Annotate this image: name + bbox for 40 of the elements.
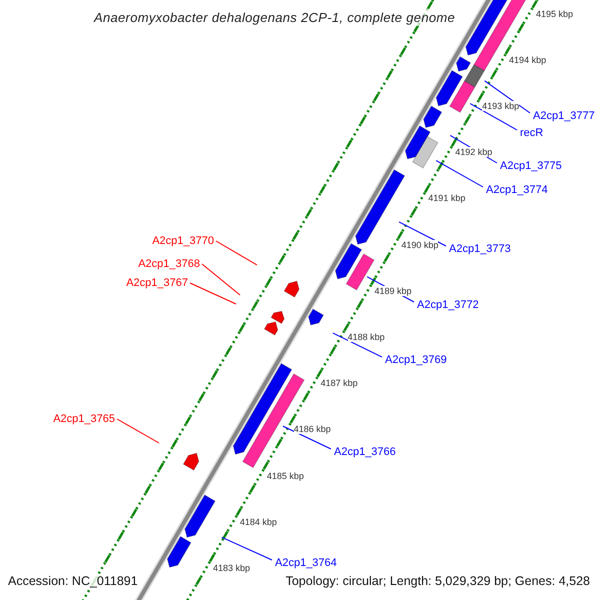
leader-line xyxy=(436,160,484,188)
leader-line xyxy=(202,264,240,296)
gene-label: A2cp1_3766 xyxy=(334,446,396,458)
leader-line xyxy=(116,418,160,444)
footer-text: Accession: NC_011891 xyxy=(8,574,138,589)
scale-label: 4189 kbp xyxy=(374,286,412,296)
scale-label: 4185 kbp xyxy=(266,470,304,481)
gene-label: A2cp1_3772 xyxy=(417,298,479,312)
scale-label: 4194 kbp xyxy=(509,54,546,65)
gene-label: A2cp1_3777 xyxy=(533,110,595,122)
scale-label: 4190 kbp xyxy=(401,240,438,250)
gene-label: A2cp1_3765 xyxy=(53,412,115,426)
scale-label: 4186 kbp xyxy=(294,424,331,434)
scale-label: 4187 kbp xyxy=(320,378,358,388)
leader-line xyxy=(282,426,332,450)
scale-label: 4195 kbp xyxy=(536,8,573,19)
footer-text: Topology: circular; Length: 5,029,329 bp; Genes: 4,528 xyxy=(286,574,590,589)
leader-line xyxy=(190,282,236,304)
gene-label: A2cp1_3768 xyxy=(138,258,200,270)
leader-line xyxy=(398,221,446,246)
scale-label: 4193 kbp xyxy=(482,101,520,112)
gene-label: A2cp1_3774 xyxy=(486,184,548,196)
gene-label: A2cp1_3775 xyxy=(500,160,562,172)
scale-label: 4191 kbp xyxy=(428,193,466,204)
gene-label: A2cp1_3769 xyxy=(385,354,447,366)
gene-label: recR xyxy=(520,126,544,140)
gene-label: A2cp1_3773 xyxy=(449,242,511,256)
gene-label: A2cp1_3764 xyxy=(275,556,337,570)
scale-label: 4183 kbp xyxy=(213,563,250,573)
scale-label: 4188 kbp xyxy=(348,332,385,342)
gene-label: A2cp1_3770 xyxy=(152,234,214,248)
leader-line xyxy=(484,80,530,114)
scale-label: 4192 kbp xyxy=(455,147,492,158)
gene-label: A2cp1_3767 xyxy=(126,276,188,290)
scale-label: 4184 kbp xyxy=(240,516,277,527)
leader-line xyxy=(216,240,258,266)
leader-line xyxy=(221,536,272,560)
map-title: Anaeromyxobacter dehalogenans 2CP-1, complete genome xyxy=(92,9,458,26)
leader-line xyxy=(470,103,518,130)
leader-line xyxy=(332,332,382,358)
